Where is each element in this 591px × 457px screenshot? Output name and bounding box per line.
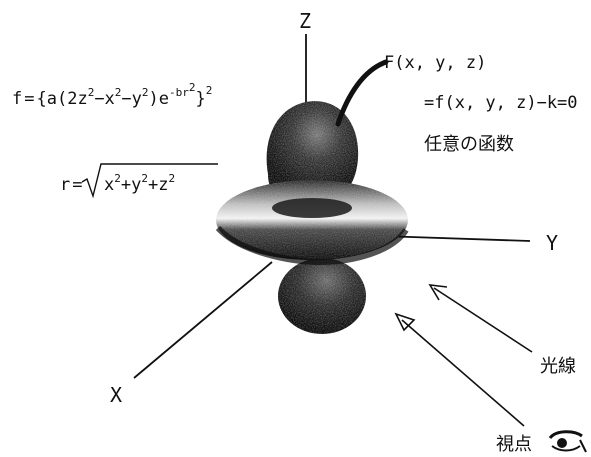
viewpoint-arrow: [394, 312, 525, 427]
eye-icon: [548, 430, 587, 453]
f-equation: f={a(2z2−x2−y2)e-br2}2: [12, 81, 212, 109]
x-axis-line: [133, 261, 273, 379]
sqrt-sign: [81, 163, 218, 199]
svg-text:f={a(2z2−x2−y2)e-br2}2: f={a(2z2−x2−y2)e-br2}2: [12, 81, 212, 109]
svg-text:r=: r=: [60, 175, 83, 195]
f-label-leader: [335, 59, 389, 127]
F-equation-line2: =f(x, y, z)−k=0: [424, 93, 578, 113]
top-lobe: [266, 101, 359, 196]
F-equation-line1: F(x, y, z): [384, 53, 486, 73]
arbitrary-function-label: 任意の函数: [424, 134, 514, 155]
torus-ring: [215, 180, 409, 266]
r-equation: r= x2+y2+z2: [60, 163, 218, 199]
y-axis-line: [379, 235, 531, 242]
light-ray-arrow: [428, 284, 533, 353]
svg-text:x2+y2+z2: x2+y2+z2: [104, 172, 175, 195]
x-axis-label: X: [110, 383, 122, 407]
viewpoint-label: 視点: [496, 434, 532, 455]
y-axis-label: Y: [546, 231, 558, 255]
bottom-lobe: [278, 258, 366, 334]
z-axis-label: Z: [299, 9, 311, 33]
light-ray-label: 光線: [540, 356, 576, 377]
